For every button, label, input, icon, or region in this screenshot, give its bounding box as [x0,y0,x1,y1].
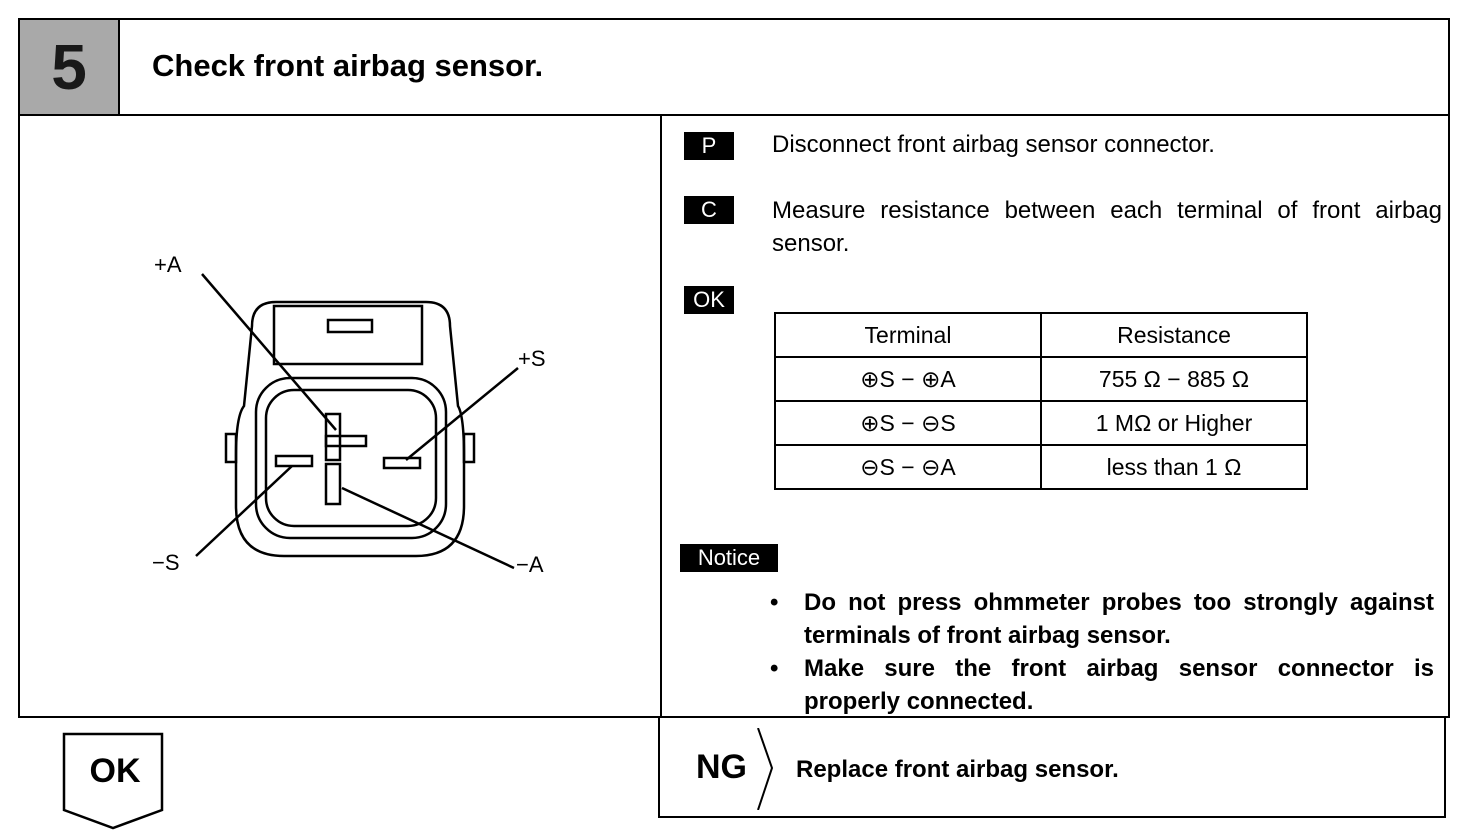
step-number-box: 5 [20,20,120,114]
leader-plus-a [201,273,337,431]
ok-arrow-shape [62,732,164,830]
terminal-minus-s [274,454,314,468]
ng-chevron [757,728,774,810]
resistance-cell: 755 Ω − 885 Ω [1040,356,1308,402]
terminal-cell: ⊕S − ⊕A [774,356,1042,402]
right-side-tab [462,432,476,464]
ok-tag: OK [684,286,734,314]
leader-minus-a [341,486,515,570]
notice-tag: Notice [680,544,778,572]
connector-lock-tab [272,304,424,366]
table-row: ⊕S − ⊕A 755 Ω − 885 Ω [774,356,1308,402]
label-minus-s: −S [152,550,180,575]
label-minus-a: −A [516,552,544,577]
table-row: ⊖S − ⊖A less than 1 Ω [774,444,1308,490]
page-title: Check front airbag sensor. [152,48,544,83]
table-header-row: Terminal Resistance [774,312,1308,358]
instructions-panel: P Disconnect front airbag sensor connect… [662,116,1448,716]
procedure-frame: 5 Check front airbag sensor. [18,18,1450,718]
connector-diagram [195,273,519,570]
connector-cavity [264,388,438,528]
notice-list: Do not press ohmmeter probes too strongl… [766,586,1434,718]
terminal-cell: ⊖S − ⊖A [774,444,1042,490]
label-plus-a: +A [154,252,182,277]
notice-item: Make sure the front airbag sensor connec… [766,652,1434,718]
check-text: Measure resistance between each terminal… [772,197,1442,257]
left-side-tab [224,432,238,464]
leader-minus-s [195,465,293,557]
resistance-cell: 1 MΩ or Higher [1040,400,1308,446]
header-resistance: Resistance [1040,312,1308,358]
label-plus-s: +S [518,346,546,371]
notice-item: Do not press ohmmeter probes too strongl… [766,586,1434,652]
resistance-table: Terminal Resistance ⊕S − ⊕A 755 Ω − 885 … [774,312,1308,490]
check-tag: C [684,196,734,224]
lock-notch [326,318,374,334]
ng-action-text: Replace front airbag sensor. [796,756,1119,783]
prepare-text: Disconnect front airbag sensor connector… [772,131,1215,158]
header-terminal: Terminal [774,312,1042,358]
shorting-bar [324,434,368,448]
ok-result-label: OK [89,752,141,790]
step-header: 5 Check front airbag sensor. [20,20,1448,116]
connector-diagram-panel: +A +S −S −A [20,116,662,716]
terminal-plus-s [382,456,422,470]
terminal-minus-a [324,462,342,506]
step-number: 5 [51,31,87,103]
leader-plus-s [405,367,519,461]
table-row: ⊕S − ⊖S 1 MΩ or Higher [774,400,1308,446]
connector-body [234,300,466,558]
ng-result-label: NG [696,748,747,786]
terminal-cell: ⊕S − ⊖S [774,400,1042,446]
ng-result-box: NG Replace front airbag sensor. [658,718,1446,818]
prepare-tag: P [684,132,734,160]
connector-inner-frame [254,376,448,540]
resistance-cell: less than 1 Ω [1040,444,1308,490]
